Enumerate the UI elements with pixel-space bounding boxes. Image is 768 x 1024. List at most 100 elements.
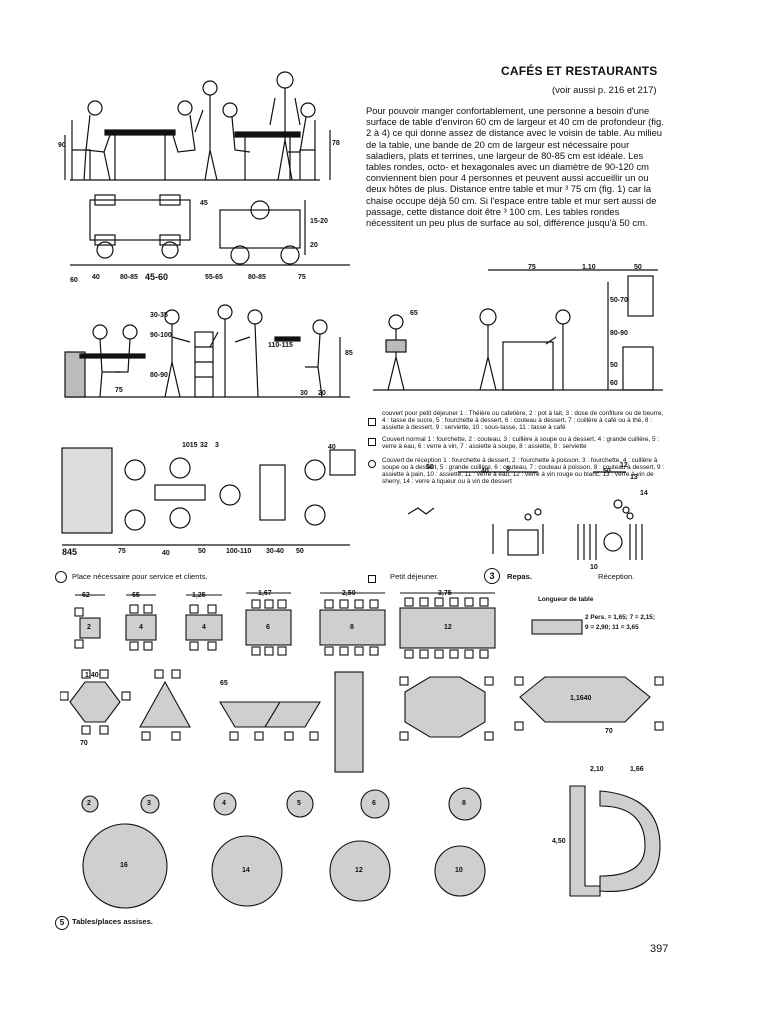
- dim-bar-3035: 30-35: [150, 312, 168, 319]
- u-dim-450: 4,50: [552, 838, 566, 845]
- cover-num-14: 14: [640, 490, 648, 497]
- service-caption: Place nécessaire pour service et clients…: [72, 572, 208, 581]
- dim-75b: 75: [118, 548, 126, 555]
- cover-num-40: 40: [481, 468, 489, 475]
- dim-right-1: 15-20: [310, 218, 328, 225]
- round-count-16: 16: [120, 862, 128, 869]
- poly-dim-70b: 70: [605, 728, 613, 735]
- page-number: 397: [650, 943, 669, 955]
- service-drawing: [61, 447, 356, 546]
- round-count-3: 3: [147, 800, 151, 807]
- round-count-5: 5: [297, 800, 301, 807]
- u-dim-210: 2,10: [590, 766, 604, 773]
- dim-845: 845: [62, 547, 78, 557]
- rect-count-6: 6: [266, 624, 270, 631]
- dim-counter-75: 75: [528, 264, 536, 271]
- dim-b4: 55-65: [205, 274, 223, 281]
- dim-b0: 60: [70, 277, 78, 284]
- poly-tables-drawing: [59, 669, 664, 773]
- figure-counter-elevation: 75 1,10 50 50-70 80-90 50 60 65: [368, 262, 668, 404]
- dim-40: 40: [328, 444, 336, 451]
- figure-rect-tables: 62 65 1,25 1,67 2,50 3,75 2 4 4 6 8 12 L…: [60, 590, 668, 660]
- figure-round-tables: 2 3 4 5 6 8 16 14 12 10 2,10 1,66 4,50: [60, 766, 668, 916]
- dim-1015: 1015: [182, 442, 198, 449]
- figure-covers: 50 40 5 50 12 13 14 10: [368, 462, 668, 572]
- dim-counter-5070: 50-70: [610, 297, 628, 304]
- round-count-2: 2: [87, 800, 91, 807]
- dim-table-height: 90: [58, 142, 66, 149]
- dim-counter-8090: 80-90: [610, 330, 628, 337]
- poly-dim-11640: 1,1640: [570, 695, 592, 702]
- round-count-6: 6: [372, 800, 376, 807]
- counter-drawing: [373, 269, 663, 391]
- rect-count-4b: 4: [202, 624, 206, 631]
- square-marker-icon: [368, 575, 376, 583]
- figure-number-badge: 3: [484, 568, 500, 584]
- poly-dim-65: 65: [220, 680, 228, 687]
- dim-b2: 80-85: [120, 274, 138, 281]
- rect-dim-167: 1,67: [258, 590, 272, 597]
- rect-dim-375: 3,75: [438, 590, 452, 597]
- dim-bar-90100: 90-100: [150, 332, 172, 339]
- rect-tables-drawing: [74, 592, 583, 659]
- dim-bar-8090: 80-90: [150, 372, 168, 379]
- square-marker-icon: [368, 438, 376, 446]
- dim-seat: 45: [200, 200, 208, 207]
- round-count-10: 10: [455, 867, 463, 874]
- cover-reception-text: Couvert de réception 1 : fourchette à de…: [382, 457, 665, 485]
- poly-dim-70: 70: [80, 740, 88, 747]
- cover-num-97: 10: [590, 564, 598, 571]
- dim-bar-110: 110-115: [268, 342, 293, 349]
- rect-count-12: 12: [444, 624, 452, 631]
- dim-bar-85: 85: [345, 350, 353, 357]
- cover-num-13: 13: [630, 474, 638, 481]
- meal-caption: Repas.: [507, 572, 532, 581]
- circle-marker-icon: [55, 571, 67, 583]
- cover-num-5: 5: [506, 466, 510, 473]
- figure-bar-elevation: 85 30 20 110-115 80-90 90-100 30-35 75: [60, 292, 362, 412]
- cover-num-12: 12: [620, 462, 628, 469]
- dim-bar-75: 75: [115, 387, 123, 394]
- dim-b1: 40: [92, 274, 100, 281]
- length-table-row1: 2 Pers. = 1,65; 7 = 2,15;: [585, 614, 655, 621]
- dim-b5: 80-85: [248, 274, 266, 281]
- dim-stool-65: 65: [410, 310, 418, 317]
- figure-poly-tables: 1,40 65 70 1,1640 70: [59, 662, 668, 774]
- rect-dim-250: 2,50: [342, 590, 356, 597]
- dim-counter-60: 60: [610, 380, 618, 387]
- dim-3040: 30-40: [266, 548, 284, 555]
- reception-caption: Réception.: [598, 572, 635, 581]
- figure-service-plan: 1015 32 3 40 845 75 40 50 100-110 30-40 …: [60, 440, 362, 565]
- dim-bar-20: 20: [318, 390, 326, 397]
- dining-drawing: [64, 71, 350, 266]
- rect-dim-125: 1,25: [192, 592, 206, 599]
- dim-b6: 75: [298, 274, 306, 281]
- dim-40b: 40: [162, 550, 170, 557]
- round-count-14: 14: [242, 867, 250, 874]
- bar-drawing: [64, 304, 350, 398]
- round-count-8: 8: [462, 800, 466, 807]
- rect-count-8: 8: [350, 624, 354, 631]
- cover-num-50: 50: [426, 464, 434, 471]
- round-count-4: 4: [222, 800, 226, 807]
- rect-dim-62: 62: [82, 592, 90, 599]
- rect-count-2: 2: [87, 624, 91, 631]
- square-marker-icon: [368, 418, 376, 426]
- length-table-row2: 9 = 2,90; 11 = 3,65: [585, 624, 639, 631]
- dim-3: 3: [215, 442, 219, 449]
- dim-counter-110: 1,10: [582, 264, 596, 271]
- covers-drawing: [407, 471, 643, 560]
- poly-dim-140: 1,40: [85, 672, 99, 679]
- breakfast-caption: Petit déjeuner.: [390, 572, 439, 581]
- round-tables-drawing: [81, 785, 661, 909]
- dim-counter-50b: 50: [610, 362, 618, 369]
- dim-50b: 50: [198, 548, 206, 555]
- length-table-title: Longueur de table: [538, 596, 594, 603]
- dim-32: 32: [200, 442, 208, 449]
- figure-number-badge: 5: [55, 916, 69, 930]
- u-dim-166: 1,66: [630, 766, 644, 773]
- cover-normal-text: Couvert normal 1 : fourchette, 2 : coute…: [382, 436, 660, 450]
- rect-count-4a: 4: [139, 624, 143, 631]
- dim-counter-height: 78: [332, 140, 340, 147]
- page-subtitle: (voir aussi p. 216 et 217): [552, 85, 657, 96]
